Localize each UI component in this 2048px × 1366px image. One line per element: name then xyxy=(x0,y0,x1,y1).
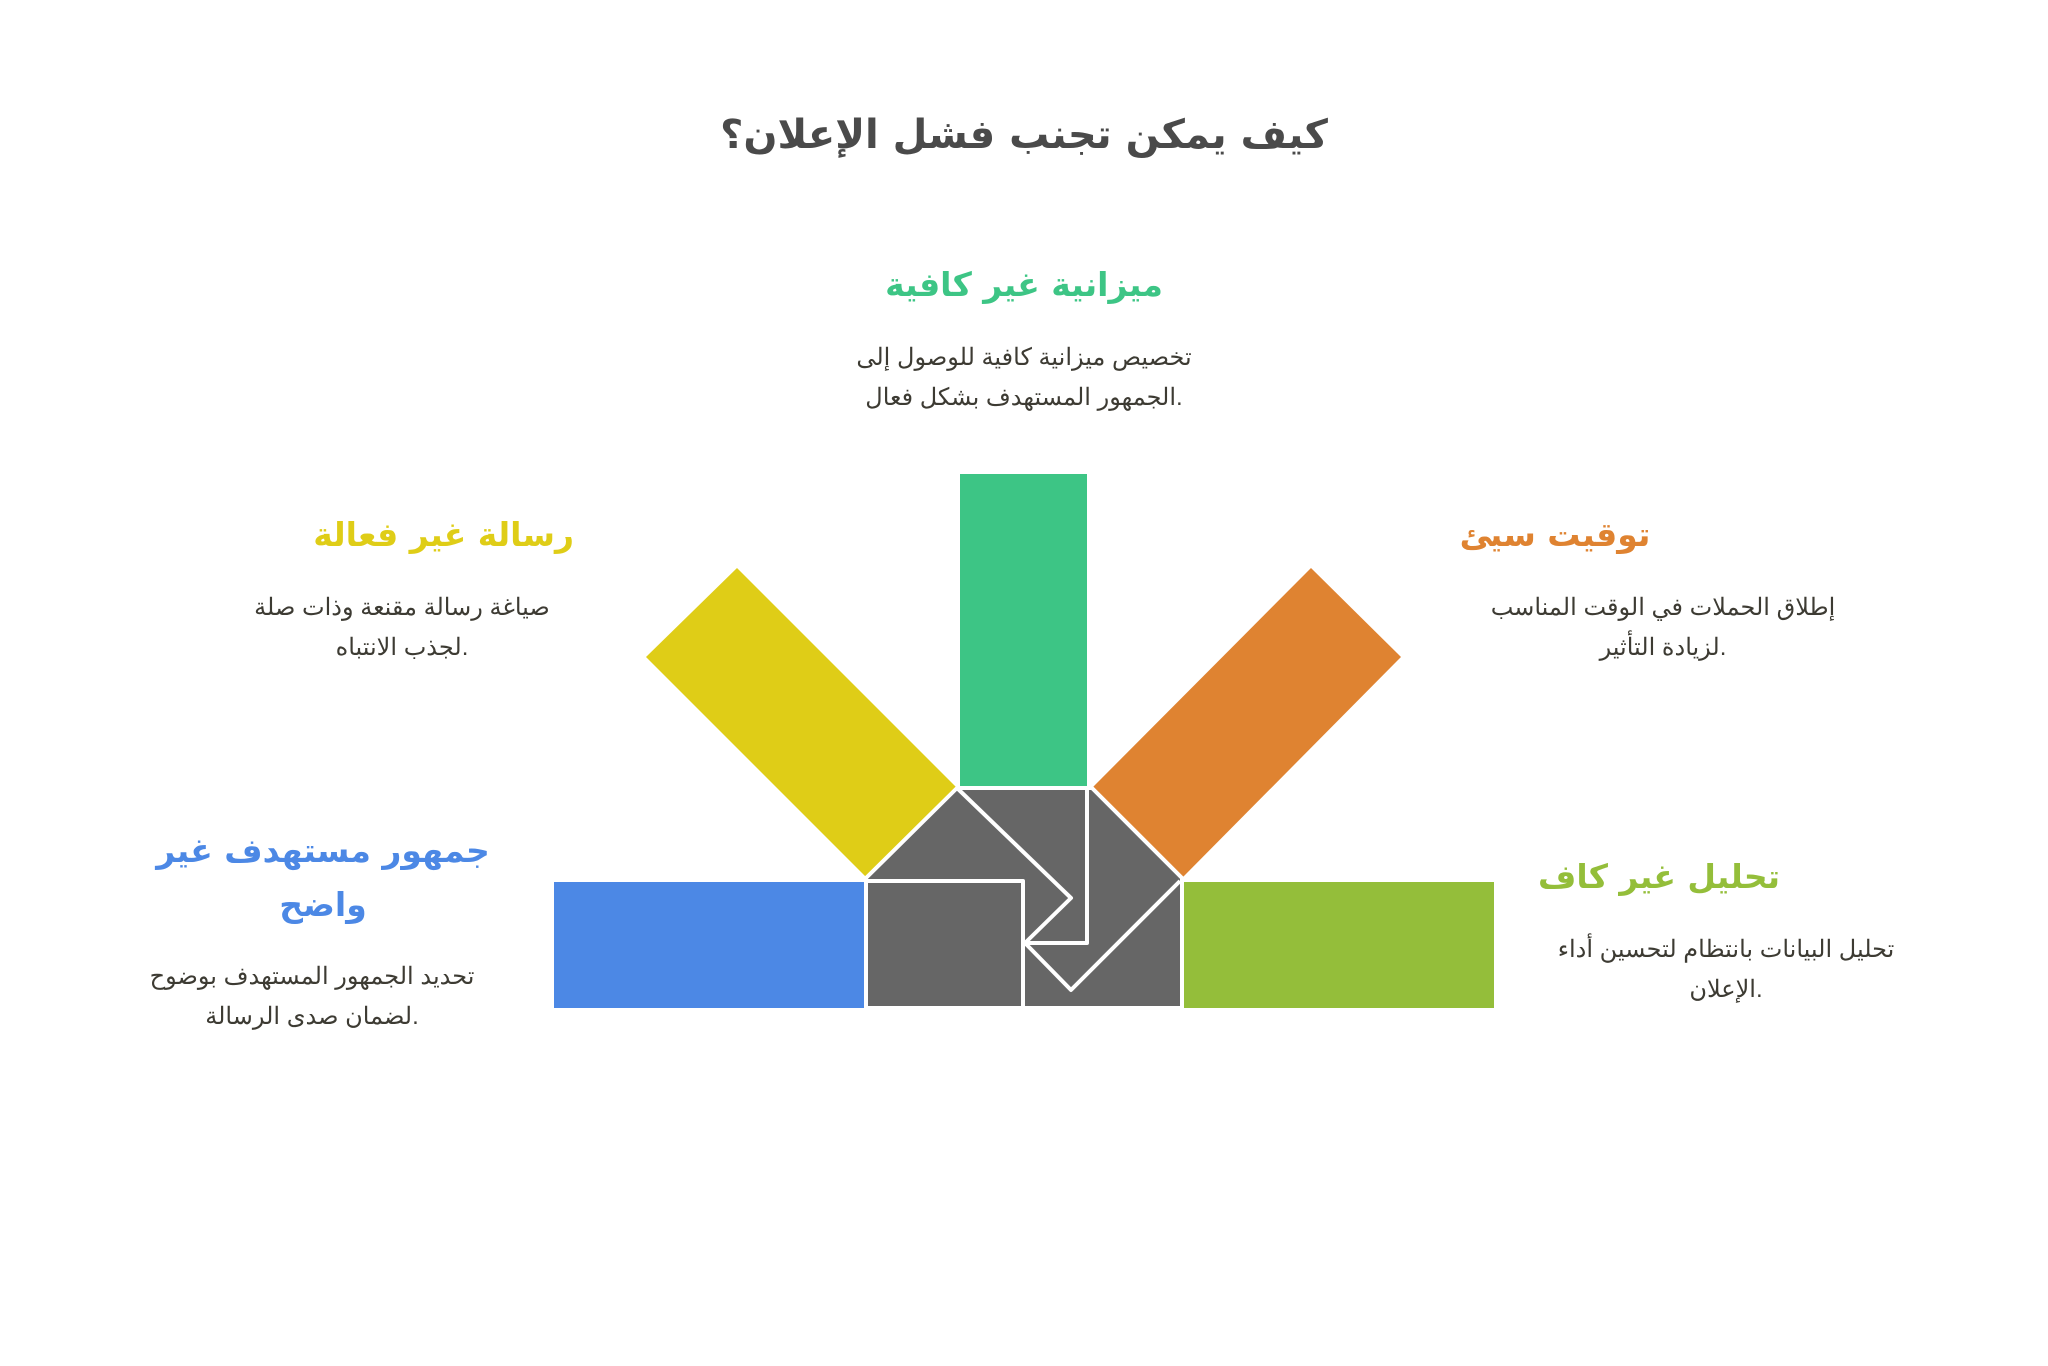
budget-description: تخصيص ميزانية كافية للوصول إلى الجمهور ا… xyxy=(774,338,1274,418)
message-desc-line2: لجذب الانتباه. xyxy=(335,634,469,661)
timing-heading: توقيت سيئ xyxy=(1459,515,1651,554)
message-description: صياغة رسالة مقنعة وذات صلة لجذب الانتباه… xyxy=(202,588,602,668)
center-hub-lines xyxy=(866,786,1182,1008)
audience-desc-line1: تحديد الجمهور المستهدف بوضوح xyxy=(149,963,475,990)
analysis-description: تحليل البيانات بانتظام لتحسين أداء الإعل… xyxy=(1506,930,1946,1010)
budget-heading: ميزانية غير كافية xyxy=(885,265,1163,304)
audience-desc-line2: لضمان صدى الرسالة. xyxy=(205,1003,419,1030)
budget-desc-line1: تخصيص ميزانية كافية للوصول إلى xyxy=(856,344,1192,371)
timing-bar xyxy=(1092,568,1401,878)
analysis-desc-line1: تحليل البيانات بانتظام لتحسين أداء xyxy=(1557,936,1895,963)
timing-desc-line1: إطلاق الحملات في الوقت المناسب xyxy=(1490,594,1836,621)
budget-bar xyxy=(960,474,1087,786)
audience-heading-line2: واضح xyxy=(279,885,367,924)
audience-bar xyxy=(554,882,865,1008)
audience-description: تحديد الجمهور المستهدف بوضوح لضمان صدى ا… xyxy=(112,957,512,1037)
audience-heading-line1: جمهور مستهدف غير xyxy=(156,831,490,870)
analysis-desc-line2: الإعلان. xyxy=(1689,976,1763,1003)
analysis-heading: تحليل غير كاف xyxy=(1537,857,1780,896)
page-title: كيف يمكن تجنب فشل الإعلان؟ xyxy=(720,112,1328,158)
message-bar xyxy=(646,568,957,878)
analysis-bar xyxy=(1183,882,1494,1008)
budget-desc-line2: الجمهور المستهدف بشكل فعال. xyxy=(865,384,1183,411)
message-heading: رسالة غير فعالة xyxy=(313,515,574,554)
audience-heading: جمهور مستهدف غير واضح xyxy=(123,824,523,932)
timing-desc-line2: لزيادة التأثير. xyxy=(1599,634,1727,661)
message-desc-line1: صياغة رسالة مقنعة وذات صلة xyxy=(254,594,550,621)
timing-description: إطلاق الحملات في الوقت المناسب لزيادة ال… xyxy=(1463,588,1863,668)
